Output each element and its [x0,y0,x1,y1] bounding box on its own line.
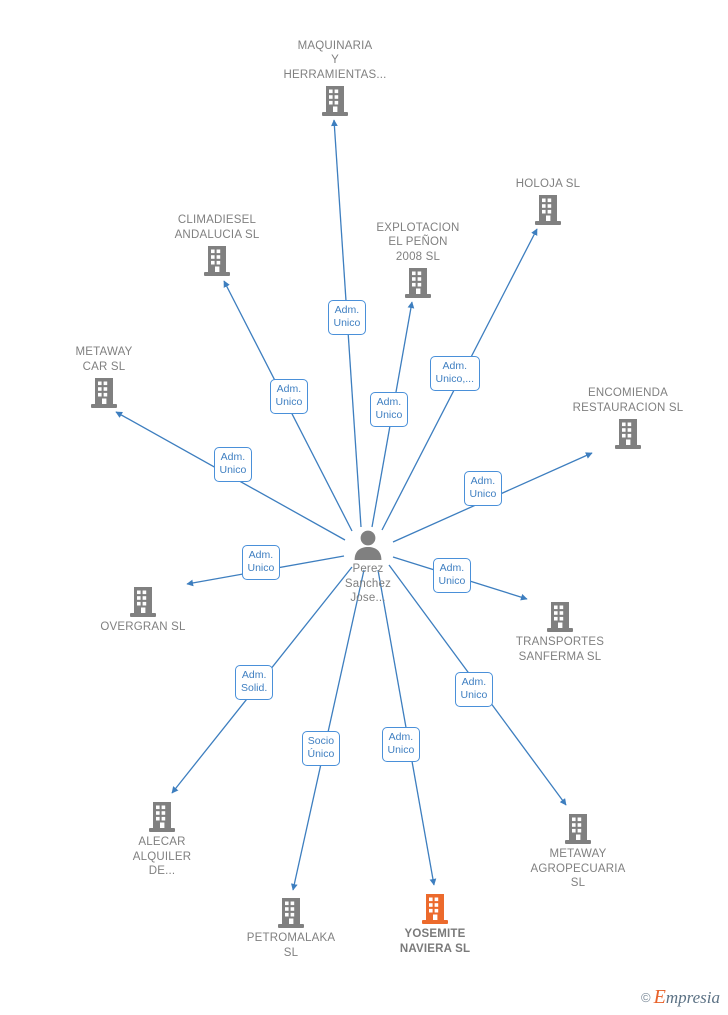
node-metaway-car[interactable]: METAWAY CAR SL [39,345,169,410]
edge-petromalaka [291,569,365,891]
edge-label-alecar[interactable]: Adm. Solid. [235,664,274,700]
edge-label-maquinaria[interactable]: Adm. Unico [327,299,367,335]
edge-label-explotacion[interactable]: Adm. Unico [369,391,409,427]
copyright-symbol: © [641,990,651,1005]
node-label-climadiesel: CLIMADIESEL ANDALUCIA SL [174,214,260,241]
empresia-logo: Empresia [654,986,720,1009]
node-label-petromalaka: PETROMALAKA SL [246,932,336,959]
node-yosemite[interactable]: YOSEMITE NAVIERA SL [370,892,500,956]
building-icon [322,86,348,116]
building-icon [130,587,156,617]
node-label-transportes: TRANSPORTES SANFERMA SL [515,636,605,663]
node-petromalaka[interactable]: PETROMALAKA SL [226,896,356,960]
building-icon [565,814,591,844]
building-icon-wrap [353,266,483,300]
node-label-overgran: OVERGRAN SL [100,621,186,633]
node-label-metaway-agro: METAWAY AGROPECUARIA SL [530,848,626,889]
node-overgran[interactable]: OVERGRAN SL [78,585,208,635]
node-label-metaway-car: METAWAY CAR SL [75,346,133,373]
person-icon-wrap [303,529,433,561]
building-icon [535,195,561,225]
edge-label-overgran[interactable]: Adm. Unico [241,544,281,580]
node-holoja[interactable]: HOLOJA SL [483,177,613,228]
edge-label-metaway-agro[interactable]: Adm. Unico [454,671,494,707]
building-icon-wrap [152,244,282,278]
building-icon [278,898,304,928]
building-icon-wrap [270,84,400,118]
building-icon [615,419,641,449]
building-icon-wrap [495,600,625,634]
building-icon [204,246,230,276]
building-icon-wrap [97,800,227,834]
building-icon [547,602,573,632]
building-icon-wrap [563,417,693,451]
edge-label-encomienda[interactable]: Adm. Unico [463,470,503,506]
node-label-encomienda: ENCOMIENDA RESTAURACION SL [572,387,684,414]
watermark: © Empresia [641,986,720,1009]
person-icon [354,530,382,560]
edge-label-petromalaka[interactable]: Socio Único [301,730,341,766]
building-icon-wrap [483,193,613,227]
edge-label-yosemite[interactable]: Adm. Unico [381,726,421,762]
node-metaway-agro[interactable]: METAWAY AGROPECUARIA SL [513,812,643,891]
edge-label-metaway-car[interactable]: Adm. Unico [213,446,253,482]
building-icon-wrap [78,585,208,619]
node-climadiesel[interactable]: CLIMADIESEL ANDALUCIA SL [152,213,282,278]
edge-label-climadiesel[interactable]: Adm. Unico [269,378,309,414]
empresia-logo-text: mpresia [665,988,720,1007]
node-label-alecar: ALECAR ALQUILER DE... [132,836,192,877]
edge-label-transportes[interactable]: Adm. Unico [432,557,472,593]
node-label-holoja: HOLOJA SL [515,177,581,190]
node-maquinaria[interactable]: MAQUINARIA Y HERRAMIENTAS... [270,39,400,119]
node-label-yosemite: YOSEMITE NAVIERA SL [399,928,471,955]
node-alecar[interactable]: ALECAR ALQUILER DE... [97,800,227,879]
node-label-maquinaria: MAQUINARIA Y HERRAMIENTAS... [283,39,387,81]
building-icon [405,268,431,298]
building-icon [149,802,175,832]
building-icon-wrap [370,892,500,926]
building-icon-wrap [39,376,169,410]
building-icon-wrap [513,812,643,846]
node-transportes[interactable]: TRANSPORTES SANFERMA SL [495,600,625,664]
node-encomienda[interactable]: ENCOMIENDA RESTAURACION SL [563,386,693,451]
node-label-person-center: Perez Sanchez Jose... [344,563,392,604]
empresia-logo-initial: E [653,986,666,1008]
node-person-center[interactable]: Perez Sanchez Jose... [303,529,433,606]
node-label-explotacion: EXPLOTACION EL PEÑON 2008 SL [376,221,460,263]
building-icon-wrap [226,896,356,930]
edge-label-holoja[interactable]: Adm. Unico,... [429,355,481,391]
node-explotacion[interactable]: EXPLOTACION EL PEÑON 2008 SL [353,221,483,301]
building-icon [91,378,117,408]
building-icon [422,894,448,924]
